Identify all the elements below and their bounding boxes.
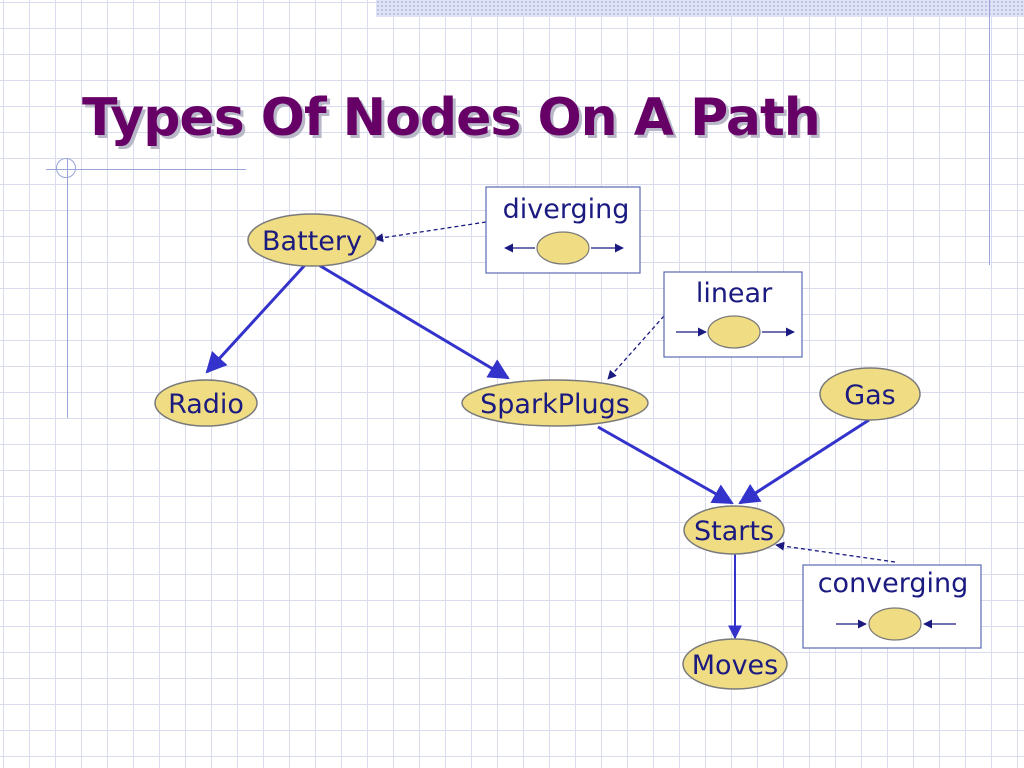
legend-diverging-label: diverging — [503, 194, 630, 225]
legend-diverging-node — [536, 231, 590, 265]
node-radio-label: Radio — [168, 389, 244, 420]
edge-battery-radio — [205, 263, 307, 374]
edge-gas-starts — [738, 418, 870, 505]
legend-diverging: diverging — [485, 186, 641, 274]
corner-ornament-horizontal — [46, 169, 246, 170]
node-sparkplugs: SparkPlugs — [461, 379, 649, 427]
node-moves: Moves — [682, 638, 788, 690]
edge-sparkplugs-starts — [597, 425, 734, 505]
node-gas: Gas — [819, 367, 921, 421]
legend-converging-label: converging — [818, 568, 969, 599]
legend-converging: converging — [802, 564, 982, 649]
right-decoration-rule — [989, 0, 990, 265]
pointer-diverging-battery — [374, 221, 487, 243]
legend-linear-label: linear — [696, 278, 773, 309]
legend-linear: linear — [663, 271, 803, 358]
node-battery: Battery — [247, 213, 377, 267]
node-battery-label: Battery — [262, 226, 362, 257]
node-sparkplugs-label: SparkPlugs — [480, 389, 630, 420]
pointer-linear-sparkplugs — [607, 315, 665, 380]
top-decoration-band — [376, 0, 1024, 17]
legend-linear-node — [707, 315, 761, 349]
node-radio: Radio — [154, 379, 258, 427]
node-starts-label: Starts — [694, 516, 774, 547]
pointer-converging-starts — [775, 541, 896, 563]
legend-converging-node — [868, 607, 922, 641]
node-starts: Starts — [683, 505, 785, 555]
edge-battery-sparkplugs — [316, 262, 510, 380]
node-gas-label: Gas — [844, 380, 896, 411]
corner-ornament-circle — [56, 158, 76, 178]
corner-ornament-vertical — [67, 158, 68, 418]
node-moves-label: Moves — [692, 650, 778, 681]
slide-title: Types Of Nodes On A Path — [82, 88, 821, 148]
